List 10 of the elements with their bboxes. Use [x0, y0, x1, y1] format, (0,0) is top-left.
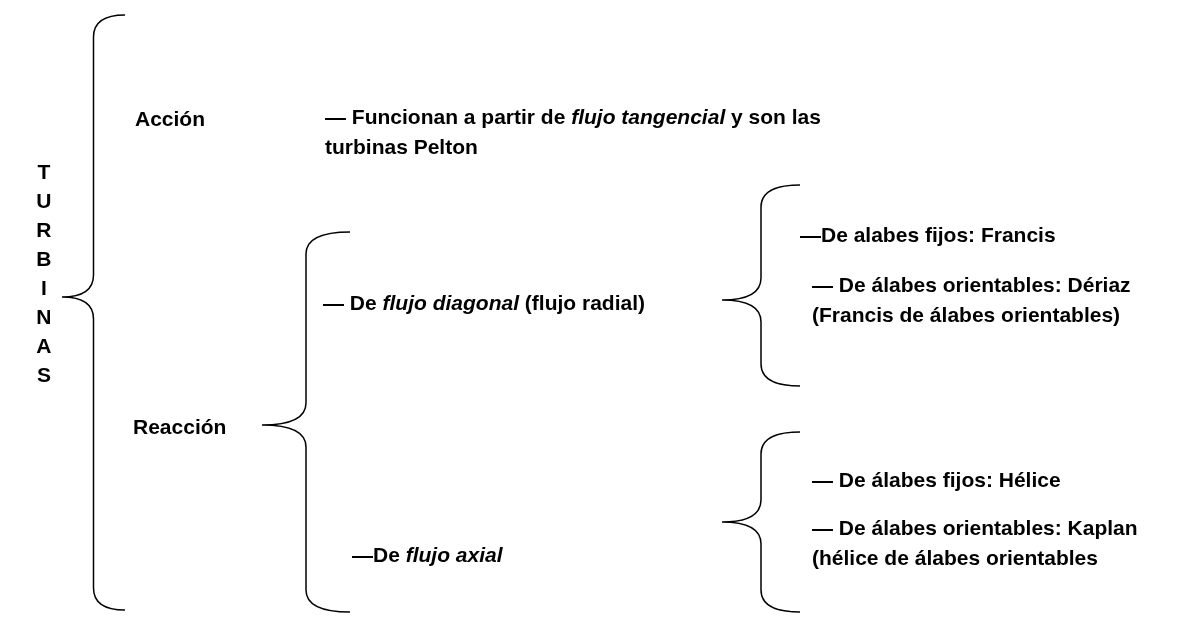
description-text: — Funcionan a partir de flujo tangencial y son las turbinas Pelton: [325, 102, 885, 163]
leaf-text: — De álabes fijos: Hélice: [812, 465, 1172, 496]
vertical-title: TURBINAS: [28, 160, 59, 392]
branch-label: — De flujo diagonal (flujo radial): [323, 288, 703, 319]
leaf-text: — De álabes orientables: Kaplan (hélice de álabes orientables: [812, 513, 1172, 574]
branch-label: Acción: [135, 104, 255, 135]
leaf-text: —De alabes fijos: Francis: [800, 220, 1170, 251]
leaf-text: — De álabes orientables: Dériaz (Francis de álabes orientables): [812, 270, 1172, 331]
branch-label: —De flujo axial: [352, 540, 652, 571]
branch-label: Reacción: [133, 412, 263, 443]
